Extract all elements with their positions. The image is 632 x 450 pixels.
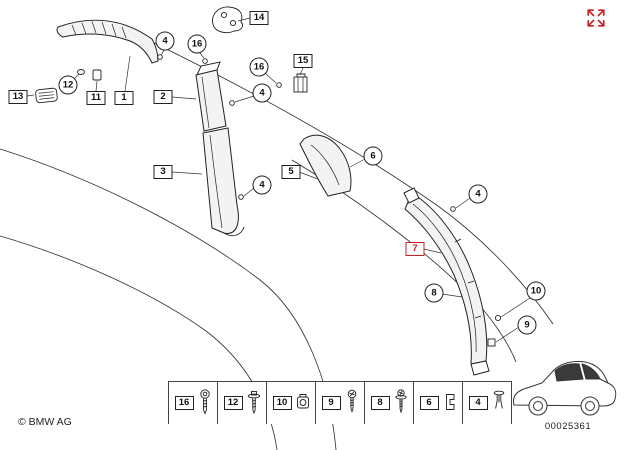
callout-4-b[interactable]: 4 [252,83,272,103]
diagram-number: 00025361 [544,421,592,432]
tapping-screw-icon [347,389,356,413]
callout-15[interactable]: 15 [293,54,313,68]
legend-cell-4: 4 [462,382,511,424]
fastener-legend: 16 12 10 9 [168,381,512,424]
speed-nut-icon [296,394,309,409]
callout-7-highlighted[interactable]: 7 [405,242,425,256]
legend-cell-12: 12 [217,382,266,424]
callout-4-a[interactable]: 4 [155,31,175,51]
legend-cell-16: 16 [168,382,217,424]
fastener-marks [157,54,502,347]
legend-cell-10: 10 [266,382,315,424]
legend-number-4[interactable]: 4 [468,396,488,410]
d-pillar-trim [403,187,490,376]
legend-number-16[interactable]: 16 [174,396,194,410]
callout-5[interactable]: 5 [281,165,301,179]
c-pillar-trim [299,134,352,197]
legend-number-9[interactable]: 9 [321,396,341,410]
callout-9[interactable]: 9 [517,315,537,335]
torx-screw-icon [199,389,210,415]
callout-4-c[interactable]: 4 [252,175,272,195]
legend-number-12[interactable]: 12 [223,396,243,410]
callout-2[interactable]: 2 [153,90,173,104]
a-pillar-trim [56,19,159,64]
clamp-clip-icon [445,394,454,410]
b-pillar-lower-trim [202,127,245,237]
bracket-part [212,6,244,34]
callout-1[interactable]: 1 [114,91,134,105]
legend-cell-8: 8 [364,382,413,424]
callout-6[interactable]: 6 [363,146,383,166]
flange-screw-icon [247,391,260,415]
callout-10[interactable]: 10 [526,281,546,301]
legend-number-6[interactable]: 6 [419,396,439,410]
legend-cell-6: 6 [413,382,462,424]
b-pillar-upper-trim [195,61,227,132]
copyright-text: © BMW AG [18,416,72,428]
legend-number-8[interactable]: 8 [370,396,390,410]
callout-11[interactable]: 11 [86,91,106,105]
callout-12[interactable]: 12 [58,75,78,95]
callout-14[interactable]: 14 [249,11,269,25]
clip-part [293,73,308,93]
washer-screw-icon [394,389,407,414]
callout-16-a[interactable]: 16 [187,34,207,54]
legend-number-10[interactable]: 10 [272,396,292,410]
callout-13[interactable]: 13 [8,90,28,104]
small-fastener-parts [77,69,102,81]
callout-16-b[interactable]: 16 [249,57,269,77]
car-thumbnail [513,360,617,416]
callout-4-d[interactable]: 4 [468,184,488,204]
expansion-rivet-icon [493,390,504,409]
callout-8[interactable]: 8 [424,283,444,303]
expand-arrows-icon[interactable] [586,8,606,28]
legend-cell-9: 9 [315,382,364,424]
grille-part [35,87,58,104]
callout-3[interactable]: 3 [153,165,173,179]
leader-lines [26,17,531,343]
